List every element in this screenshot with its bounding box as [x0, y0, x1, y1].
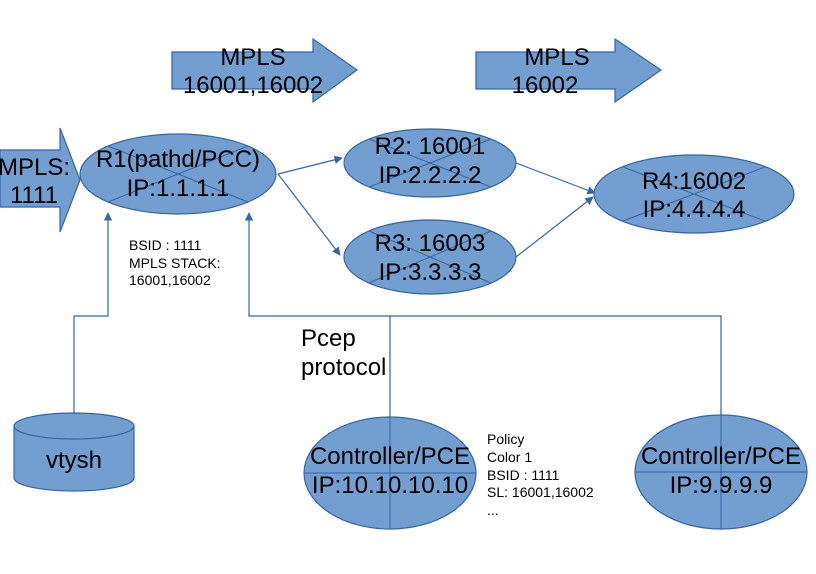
binding-sid-note: BSID : 1111 MPLS STACK: 16001,16002 — [129, 237, 221, 288]
policy-line4: SL: 16001,16002 — [487, 484, 594, 500]
controller2-label: Controller/PCE — [641, 443, 801, 470]
r2-label: R2: 16001 — [375, 133, 486, 160]
link-r2-r4 — [515, 162, 596, 195]
first-arrow-line1: MPLS — [220, 44, 285, 71]
r4-ip: IP:4.4.4.4 — [643, 196, 746, 223]
policy-note: Policy Color 1 BSID : 1111 SL: 16001,160… — [487, 431, 594, 518]
r1-label: R1(pathd/PCC) — [96, 146, 260, 173]
link-pcep-r1 — [244, 212, 391, 418]
policy-line3: BSID : 1111 — [487, 467, 560, 483]
vtysh-database[interactable]: vtysh — [13, 412, 135, 492]
first-mpls-arrow: MPLS 16001,16002 — [171, 37, 359, 104]
ingress-arrow-line2: 1111 — [10, 182, 58, 209]
first-arrow-line2: 16001,16002 — [183, 72, 323, 99]
link-r1-r2 — [277, 155, 343, 175]
binding-line3: 16001,16002 — [129, 272, 211, 288]
node-controller-1[interactable]: Controller/PCE IP:10.10.10.10 — [303, 416, 477, 530]
second-arrow-line2: 16002 — [512, 72, 579, 99]
vtysh-label: vtysh — [46, 447, 102, 474]
r3-label: R3: 16003 — [375, 230, 486, 257]
node-controller-2[interactable]: Controller/PCE IP:9.9.9.9 — [634, 414, 808, 530]
link-r3-r4 — [515, 196, 594, 258]
link-r1-r3 — [277, 173, 341, 256]
pcep-line1: Pcep — [301, 325, 356, 352]
r1-ip: IP:1.1.1.1 — [127, 175, 230, 202]
controller1-label: Controller/PCE — [310, 443, 470, 470]
node-r1[interactable]: R1(pathd/PCC) IP:1.1.1.1 — [79, 133, 277, 215]
binding-line2: MPLS STACK: — [129, 255, 221, 271]
policy-line2: Color 1 — [487, 449, 532, 465]
node-r4[interactable]: R4:16002 IP:4.4.4.4 — [593, 154, 795, 234]
second-arrow-line1: MPLS — [524, 44, 589, 71]
ingress-mpls-arrow: MPLS: 1111 — [0, 127, 81, 233]
link-vtysh-r1 — [73, 212, 113, 423]
policy-line5: ... — [487, 502, 499, 518]
connections — [73, 155, 722, 423]
pcep-protocol-label: Pcep protocol — [301, 325, 386, 381]
r3-ip: IP:3.3.3.3 — [379, 259, 482, 286]
node-r3[interactable]: R3: 16003 IP:3.3.3.3 — [343, 219, 517, 295]
binding-line1: BSID : 1111 — [129, 237, 202, 253]
r4-label: R4:16002 — [642, 168, 746, 195]
controller1-ip: IP:10.10.10.10 — [312, 472, 468, 499]
r2-ip: IP:2.2.2.2 — [379, 162, 482, 189]
pcep-line2: protocol — [301, 354, 386, 381]
policy-line1: Policy — [487, 431, 524, 447]
node-r2[interactable]: R2: 16001 IP:2.2.2.2 — [343, 128, 517, 198]
link-controller2 — [390, 315, 722, 415]
controller2-ip: IP:9.9.9.9 — [670, 472, 773, 499]
ingress-arrow-line1: MPLS: — [0, 154, 70, 181]
second-mpls-arrow: MPLS 16002 — [475, 37, 663, 104]
